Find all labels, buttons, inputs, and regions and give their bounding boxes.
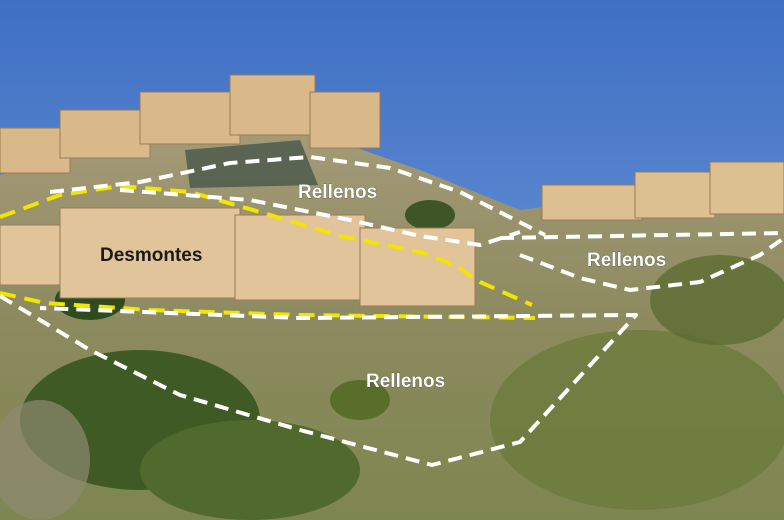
shotcrete-patch <box>185 140 318 188</box>
upper-fill-outline <box>49 155 546 247</box>
lower-fill-outline <box>0 294 638 467</box>
cut-outline-lower <box>0 291 536 320</box>
building-right <box>541 161 784 221</box>
label-upper-fill: Rellenos <box>298 182 377 203</box>
building-middle <box>0 207 476 307</box>
cut-outline-upper <box>0 184 533 307</box>
building-top-left <box>0 74 381 174</box>
label-cut: Desmontes <box>100 245 202 266</box>
label-right-fill: Rellenos <box>587 250 666 271</box>
vegetation <box>0 200 784 520</box>
right-fill-outline <box>499 231 784 292</box>
label-lower-fill: Rellenos <box>366 371 445 392</box>
